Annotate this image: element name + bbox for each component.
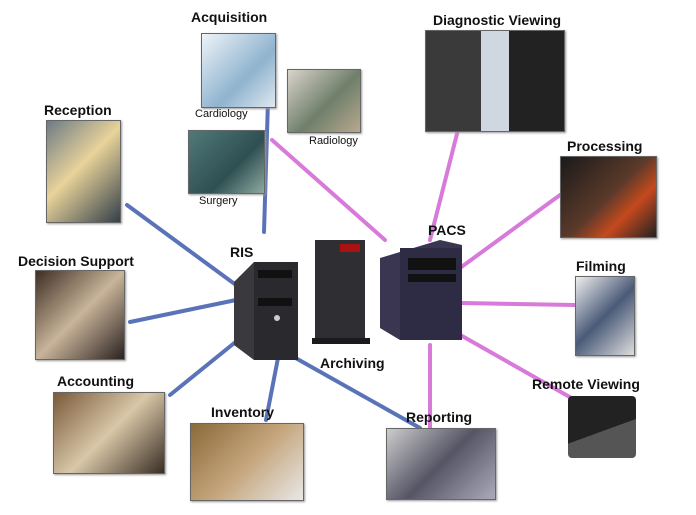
- acquisition-label: Acquisition: [191, 9, 268, 25]
- decision-support-image: [35, 270, 125, 360]
- remote-viewing-image: [568, 396, 636, 458]
- archiving-label: Archiving: [320, 355, 385, 371]
- link-ris-decision-support: [128, 298, 238, 324]
- filming-image: [575, 276, 635, 356]
- link-ris-inventory: [264, 356, 280, 422]
- surgery-image: [188, 130, 265, 194]
- processing-image: [560, 156, 657, 238]
- reporting-label: Reporting: [406, 409, 473, 425]
- accounting-label: Accounting: [57, 373, 134, 389]
- reporting-image: [386, 428, 496, 500]
- inventory-image: [190, 423, 304, 501]
- pacs-server-image: [380, 240, 462, 340]
- surgery-label: Surgery: [199, 195, 238, 207]
- ris-label: RIS: [230, 244, 254, 260]
- diagnostic-viewing-image: [425, 30, 565, 132]
- link-pacs-remote-viewing: [453, 330, 577, 402]
- link-ris-reception: [125, 203, 238, 287]
- cardiology-label: Cardiology: [195, 108, 248, 120]
- archiving-server-image: [312, 240, 370, 344]
- link-pacs-radiology: [270, 138, 387, 242]
- decision-support-label: Decision Support: [18, 253, 134, 269]
- diagnostic-viewing-label: Diagnostic Viewing: [433, 12, 562, 28]
- processing-label: Processing: [567, 138, 643, 154]
- reception-image: [46, 120, 121, 223]
- pacs-label: PACS: [428, 222, 466, 238]
- remote-viewing-label: Remote Viewing: [532, 376, 640, 392]
- accounting-image: [53, 392, 165, 474]
- link-pacs-diagnostic-viewing: [428, 120, 462, 242]
- inventory-label: Inventory: [211, 404, 275, 420]
- link-ris-acquisition: [262, 98, 270, 234]
- ris-server-image: [234, 262, 298, 360]
- filming-label: Filming: [576, 258, 626, 274]
- radiology-image: [287, 69, 361, 133]
- reception-label: Reception: [44, 102, 112, 118]
- cardiology-image: [201, 33, 276, 108]
- radiology-label: Radiology: [309, 135, 358, 147]
- link-pacs-processing: [458, 193, 562, 270]
- link-pacs-filming: [460, 301, 577, 307]
- link-ris-reporting: [290, 354, 422, 430]
- link-ris-accounting: [168, 338, 240, 397]
